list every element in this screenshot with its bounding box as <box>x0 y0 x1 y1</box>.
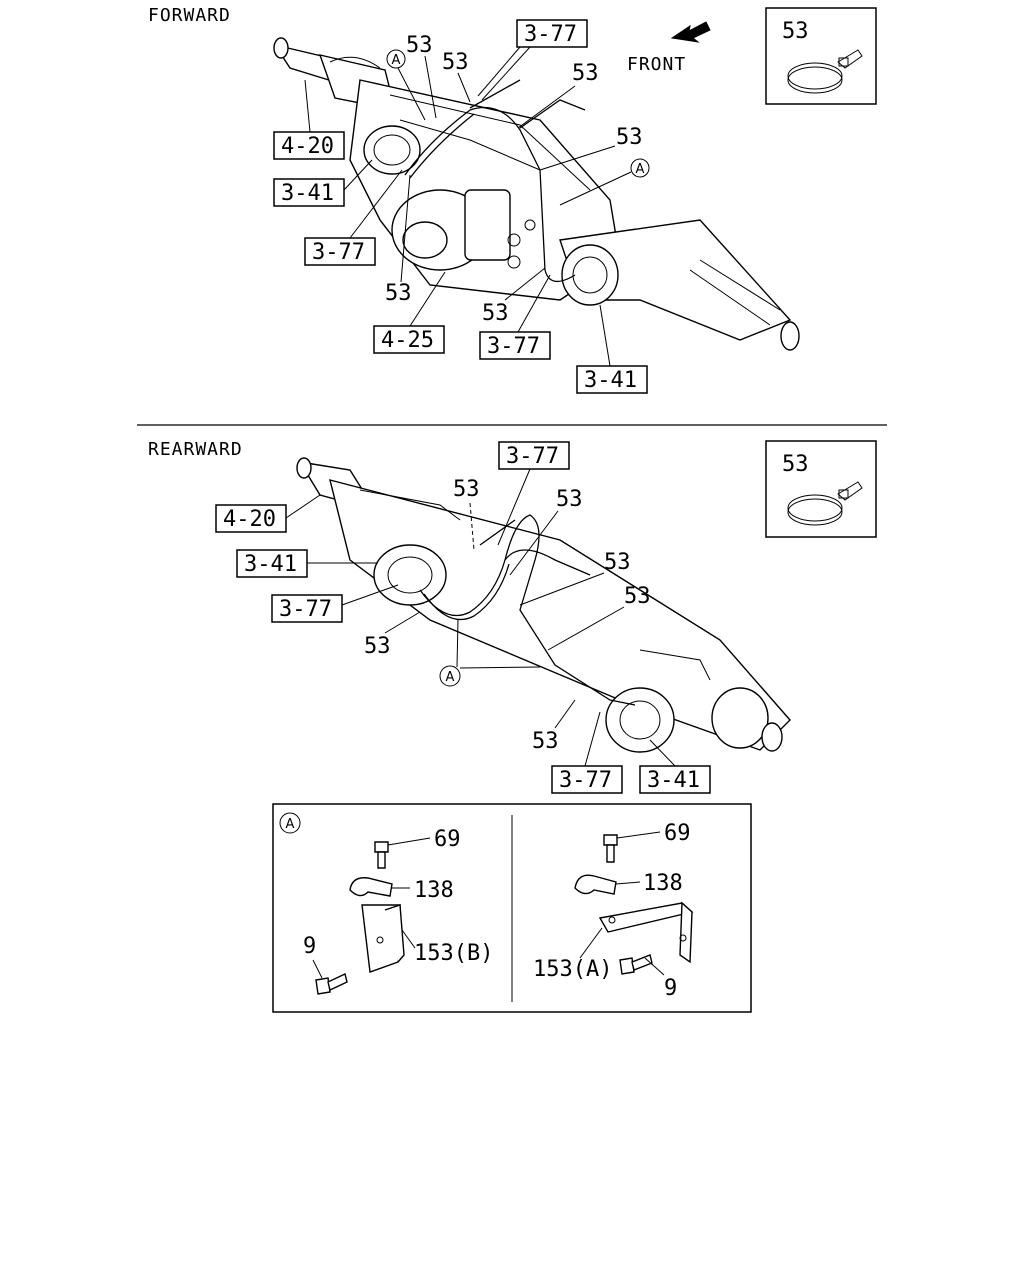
detail-a-panel-marker <box>279 812 301 834</box>
detail-a-marker <box>630 158 650 178</box>
clamp-label: 138 <box>643 871 683 896</box>
clip-callout: 53 <box>442 50 469 75</box>
bracket-b-label: 153(B) <box>414 941 493 966</box>
front-indicator-label: FRONT <box>627 54 686 75</box>
harness-ref-box: 3-77 <box>487 334 540 359</box>
rear-axle-illustration <box>296 457 791 753</box>
bracket-a-label: 153(A) <box>533 957 612 982</box>
clip-callout: 53 <box>556 487 583 512</box>
forward-section: FORWARD FRONT 53 <box>148 5 877 394</box>
detail-a-marker <box>439 665 461 687</box>
detail-a-marker-text: A <box>446 670 455 685</box>
forward-callouts: A 53 53 3-77 53 53 A 4-20 3-41 3-7 <box>273 19 650 394</box>
rearward-heading: REARWARD <box>148 439 243 460</box>
clip-callout: 53 <box>364 634 391 659</box>
detail-a-marker <box>386 49 406 69</box>
clip-callout: 53 <box>572 61 599 86</box>
detail-a-panel: A 69 138 153(B) 9 <box>272 803 752 1013</box>
detail-a-marker-text: A <box>636 162 645 177</box>
front-arrow-icon <box>670 21 711 43</box>
clip-callout: 53 <box>453 477 480 502</box>
clip-inset-number: 53 <box>782 452 809 477</box>
harness-ref-box: 3-77 <box>312 240 365 265</box>
clip-callout: 53 <box>616 125 643 150</box>
sensor-ref-box: 3-41 <box>647 768 700 793</box>
clip-callout: 53 <box>624 584 651 609</box>
sensor-ref-box: 3-41 <box>584 368 637 393</box>
bolt-side-label: 9 <box>303 934 316 959</box>
clip-inset-number: 53 <box>782 19 809 44</box>
detail-a-marker-text: A <box>392 53 401 68</box>
harness-ref-box: 3-77 <box>559 768 612 793</box>
rearward-section: REARWARD 53 <box>148 439 877 794</box>
clip-callout: 53 <box>385 281 412 306</box>
clip-callout: 53 <box>482 301 509 326</box>
rearward-callouts: 3-77 53 53 53 53 4-20 3-41 3-77 53 A <box>215 441 711 794</box>
clip-callout: 53 <box>604 550 631 575</box>
sensor-ref-box: 3-41 <box>281 181 334 206</box>
clip-inset-rearward: 53 <box>765 440 877 538</box>
sensor-ref-box: 3-41 <box>244 552 297 577</box>
detail-a-variant-a: 69 138 153(A) 9 <box>533 821 694 1001</box>
diff-ref-box: 4-25 <box>381 328 434 353</box>
axle-ref-box: 4-20 <box>281 134 334 159</box>
detail-a-panel-marker-text: A <box>286 817 295 832</box>
harness-ref-box: 3-77 <box>506 444 559 469</box>
bolt-side-label: 9 <box>664 976 677 1001</box>
bolt-top-label: 69 <box>664 821 691 846</box>
detail-a-variant-b: 69 138 153(B) 9 <box>303 827 493 995</box>
clip-callout: 53 <box>406 33 433 58</box>
bolt-top-label: 69 <box>434 827 461 852</box>
front-axle-illustration <box>273 37 800 351</box>
clip-inset-forward: 53 <box>765 7 877 105</box>
harness-ref-box: 3-77 <box>279 597 332 622</box>
forward-heading: FORWARD <box>148 5 231 26</box>
harness-ref-box: 3-77 <box>524 22 577 47</box>
clamp-label: 138 <box>414 878 454 903</box>
axle-ref-box: 4-20 <box>223 507 276 532</box>
clip-callout: 53 <box>532 729 559 754</box>
